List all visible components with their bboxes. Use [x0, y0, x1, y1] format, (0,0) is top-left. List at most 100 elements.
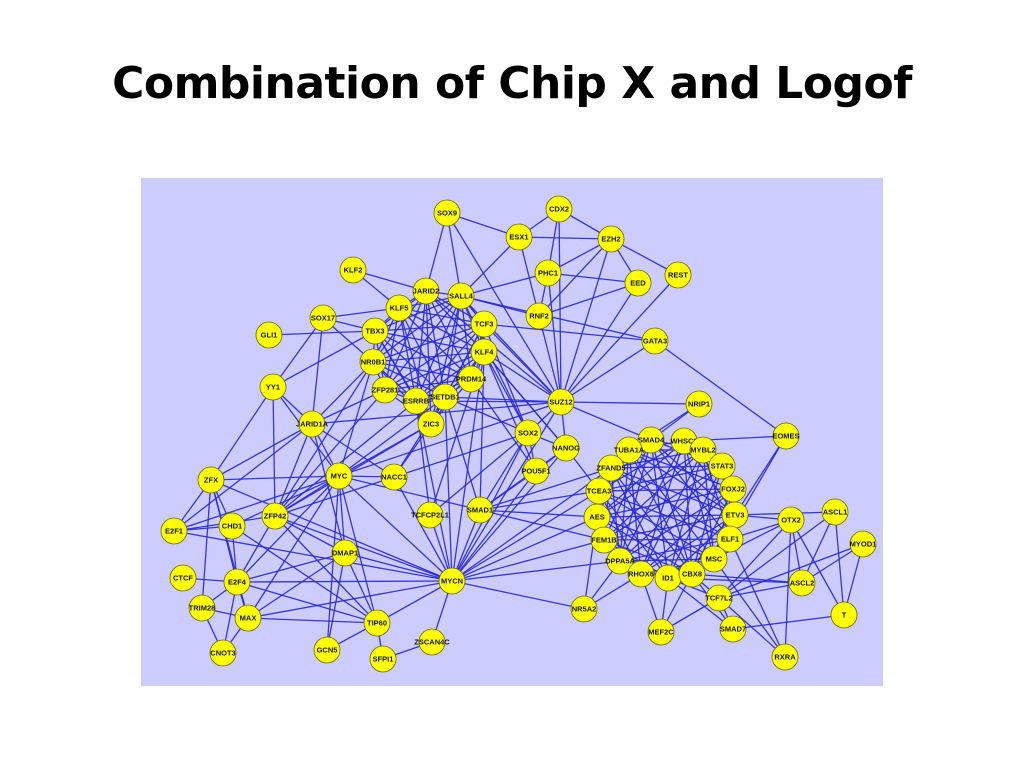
edge-zfp42-zic3	[274, 423, 432, 517]
node-circle	[545, 195, 573, 223]
node-label: MEF2C	[648, 628, 674, 637]
node-label: NACC1	[381, 473, 407, 482]
node-label: RNF2	[529, 312, 549, 321]
node-label: CTCF	[173, 574, 193, 583]
node-label: OTX2	[781, 516, 801, 525]
node-max: MAX	[234, 604, 262, 632]
node-circle	[339, 256, 367, 284]
node-mybl2: MYBL2	[689, 436, 717, 464]
node-circle	[637, 426, 665, 454]
edge-mycn-dppa5a	[451, 560, 621, 582]
node-nrip1: NRIP1	[685, 390, 713, 418]
node-e2f4: E2F4	[223, 568, 251, 596]
node-elf1: ELF1	[716, 525, 744, 553]
edge-smad1-tcea3	[479, 490, 600, 511]
node-circle	[505, 223, 533, 251]
edge-suz12-nrip1	[560, 401, 700, 405]
edge-etv3-tuba1a	[628, 449, 736, 516]
edge-cbx8-aes	[596, 516, 693, 575]
node-tcf3: TCF3	[470, 310, 498, 338]
edge-phc1-eed	[547, 272, 639, 284]
node-label: NR5A2	[572, 605, 597, 614]
edge-mycn-klf4	[451, 351, 485, 582]
edge-rxra-tcf7l2	[718, 597, 786, 658]
node-label: CHD1	[222, 522, 242, 531]
node-nr5a2: NR5A2	[570, 595, 598, 623]
node-label: GCN5	[317, 646, 338, 655]
edge-elf1-fem1b	[603, 538, 731, 541]
node-msc: MSC	[700, 545, 728, 573]
node-label: SOX17	[311, 314, 335, 323]
edge-sall4-rnf2	[460, 295, 540, 317]
node-label: REST	[668, 271, 688, 280]
node-circle	[188, 594, 216, 622]
edge-zfp281-klf4	[384, 351, 485, 391]
edge-dppa5a-tuba1a	[619, 449, 630, 562]
node-label: MYCN	[441, 577, 463, 586]
node-circle	[641, 327, 669, 355]
node-cdx2: CDX2	[545, 195, 573, 223]
edge-myc-tip60	[338, 475, 378, 624]
node-label: ID1	[662, 574, 674, 583]
node-circle	[325, 462, 353, 490]
edge-max-tip60	[247, 617, 378, 624]
node-label: DMAP1	[332, 549, 358, 558]
node-circle	[719, 615, 747, 643]
edge-sox17-jarid1a	[311, 317, 324, 425]
edge-foxj2-tcea3	[598, 488, 734, 492]
edge-mycn-myc	[338, 475, 453, 582]
node-circle	[771, 643, 799, 671]
edge-sall4-tbx3	[374, 295, 462, 332]
edge-gata3-eomes	[654, 340, 787, 437]
edge-elf1-dppa5a	[619, 538, 731, 562]
node-circle	[627, 560, 655, 588]
edge-cdx2-suz12	[558, 208, 562, 403]
node-label: TCFCP2L1	[411, 511, 449, 520]
edge-foxj2-tuba1a	[628, 449, 734, 490]
edge-smad7-id1	[667, 577, 734, 630]
node-klf5: KLF5	[385, 294, 413, 322]
node-circle	[772, 422, 800, 450]
node-circle	[522, 457, 550, 485]
node-suz12: SUZ12	[547, 388, 575, 416]
node-label: MAX	[240, 614, 257, 623]
edge-sall4-prdm14	[460, 295, 472, 380]
node-circle	[385, 294, 413, 322]
node-label: RHOX6	[628, 570, 654, 579]
node-circle	[363, 609, 391, 637]
node-eomes: EOMES	[772, 422, 800, 450]
node-circle	[777, 506, 805, 534]
node-pou5f1: POU5F1	[521, 457, 551, 485]
node-label: SALL4	[449, 292, 474, 301]
edge-myc-setdb1	[338, 396, 446, 477]
node-circle	[685, 390, 713, 418]
edge-klf4-zic3	[430, 351, 485, 425]
edge-msc-tcea3	[598, 490, 715, 560]
node-mef2c: MEF2C	[647, 618, 675, 646]
node-yy1: YY1	[259, 373, 287, 401]
node-circle	[431, 383, 459, 411]
edge-tcf7l2-ascl2	[718, 582, 803, 599]
edge-max-dmap1	[247, 552, 346, 619]
node-circle	[218, 512, 246, 540]
node-circle	[647, 618, 675, 646]
edge-mycn-setdb1	[444, 396, 453, 582]
edge-yy1-tbx3	[272, 330, 376, 388]
node-id1: ID1	[654, 564, 682, 592]
node-esx1: ESX1	[505, 223, 533, 251]
node-circle	[547, 388, 575, 416]
node-label: KLF5	[390, 304, 409, 313]
node-circle	[369, 645, 397, 673]
node-sox17: SOX17	[309, 304, 337, 332]
edge-mycn-tip60	[376, 580, 453, 624]
node-rest: REST	[664, 261, 692, 289]
node-circle	[209, 639, 237, 667]
node-label: POU5F1	[521, 467, 550, 476]
edge-whsc2-cbx8	[683, 440, 693, 575]
edge-nacc1-mycn	[393, 476, 453, 582]
edge-tbx3-setdb1	[374, 330, 446, 398]
edge-pou5f1-prdm14	[470, 378, 537, 472]
node-label: DPPA5A	[605, 557, 635, 566]
